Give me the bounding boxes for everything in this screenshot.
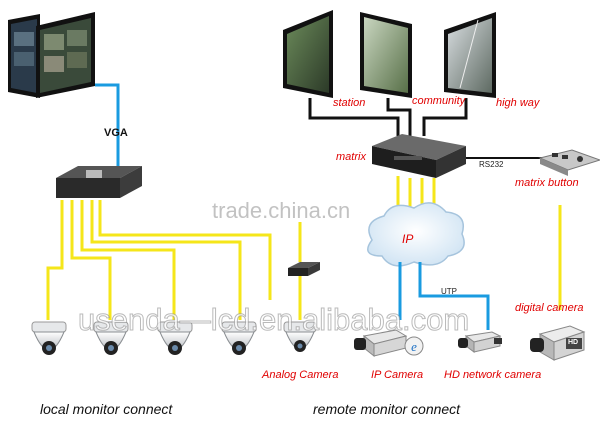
matrix-button-label: matrix button (515, 177, 579, 189)
local-monitor-left (8, 14, 40, 98)
local-monitor-right (36, 12, 95, 98)
dome-camera-2 (93, 321, 129, 355)
watermark-usenda: usenda—lcd.en.alibaba.com (77, 302, 470, 337)
video-encoder (288, 262, 320, 276)
vga-label: VGA (104, 127, 128, 139)
watermark-trade: trade.china.cn (212, 198, 351, 223)
analog-camera-label: Analog Camera (262, 369, 339, 381)
svg-text:e: e (411, 339, 417, 354)
matrix-keyboard (538, 149, 600, 176)
digital-camera-label: digital camera (515, 302, 584, 314)
ip-camera-label: IP Camera (371, 369, 424, 381)
monitor-highway (444, 12, 496, 98)
station-label: station (333, 97, 366, 109)
local-cables (46, 200, 272, 320)
analog-camera (283, 321, 317, 352)
ip-label: IP (402, 232, 414, 246)
local-monitor-connect-label: local monitor connect (40, 401, 173, 417)
digital-camera (530, 325, 586, 361)
utp-label: UTP (441, 287, 457, 296)
community-label: community (412, 95, 466, 107)
network-cables (398, 262, 490, 330)
hd-badge: HD (568, 339, 579, 346)
hd-network-camera (458, 331, 502, 353)
dvr-device (56, 166, 142, 198)
hd-network-camera-label: HD network camera (444, 369, 542, 381)
ip-cloud (367, 202, 465, 267)
dome-camera-4 (221, 321, 257, 355)
dome-camera-1 (31, 321, 67, 355)
matrix-label: matrix (336, 151, 366, 163)
ip-camera: e (354, 329, 424, 358)
matrix-device (372, 134, 466, 178)
remote-monitor-connect-label: remote monitor connect (313, 401, 461, 417)
dome-camera-3 (157, 321, 193, 355)
monitor-cables (308, 98, 468, 136)
monitor-community (360, 12, 412, 98)
highway-label: high way (496, 97, 540, 109)
vga-cable (95, 83, 120, 175)
monitor-station (283, 10, 333, 98)
rs232-label: RS232 (479, 160, 504, 169)
